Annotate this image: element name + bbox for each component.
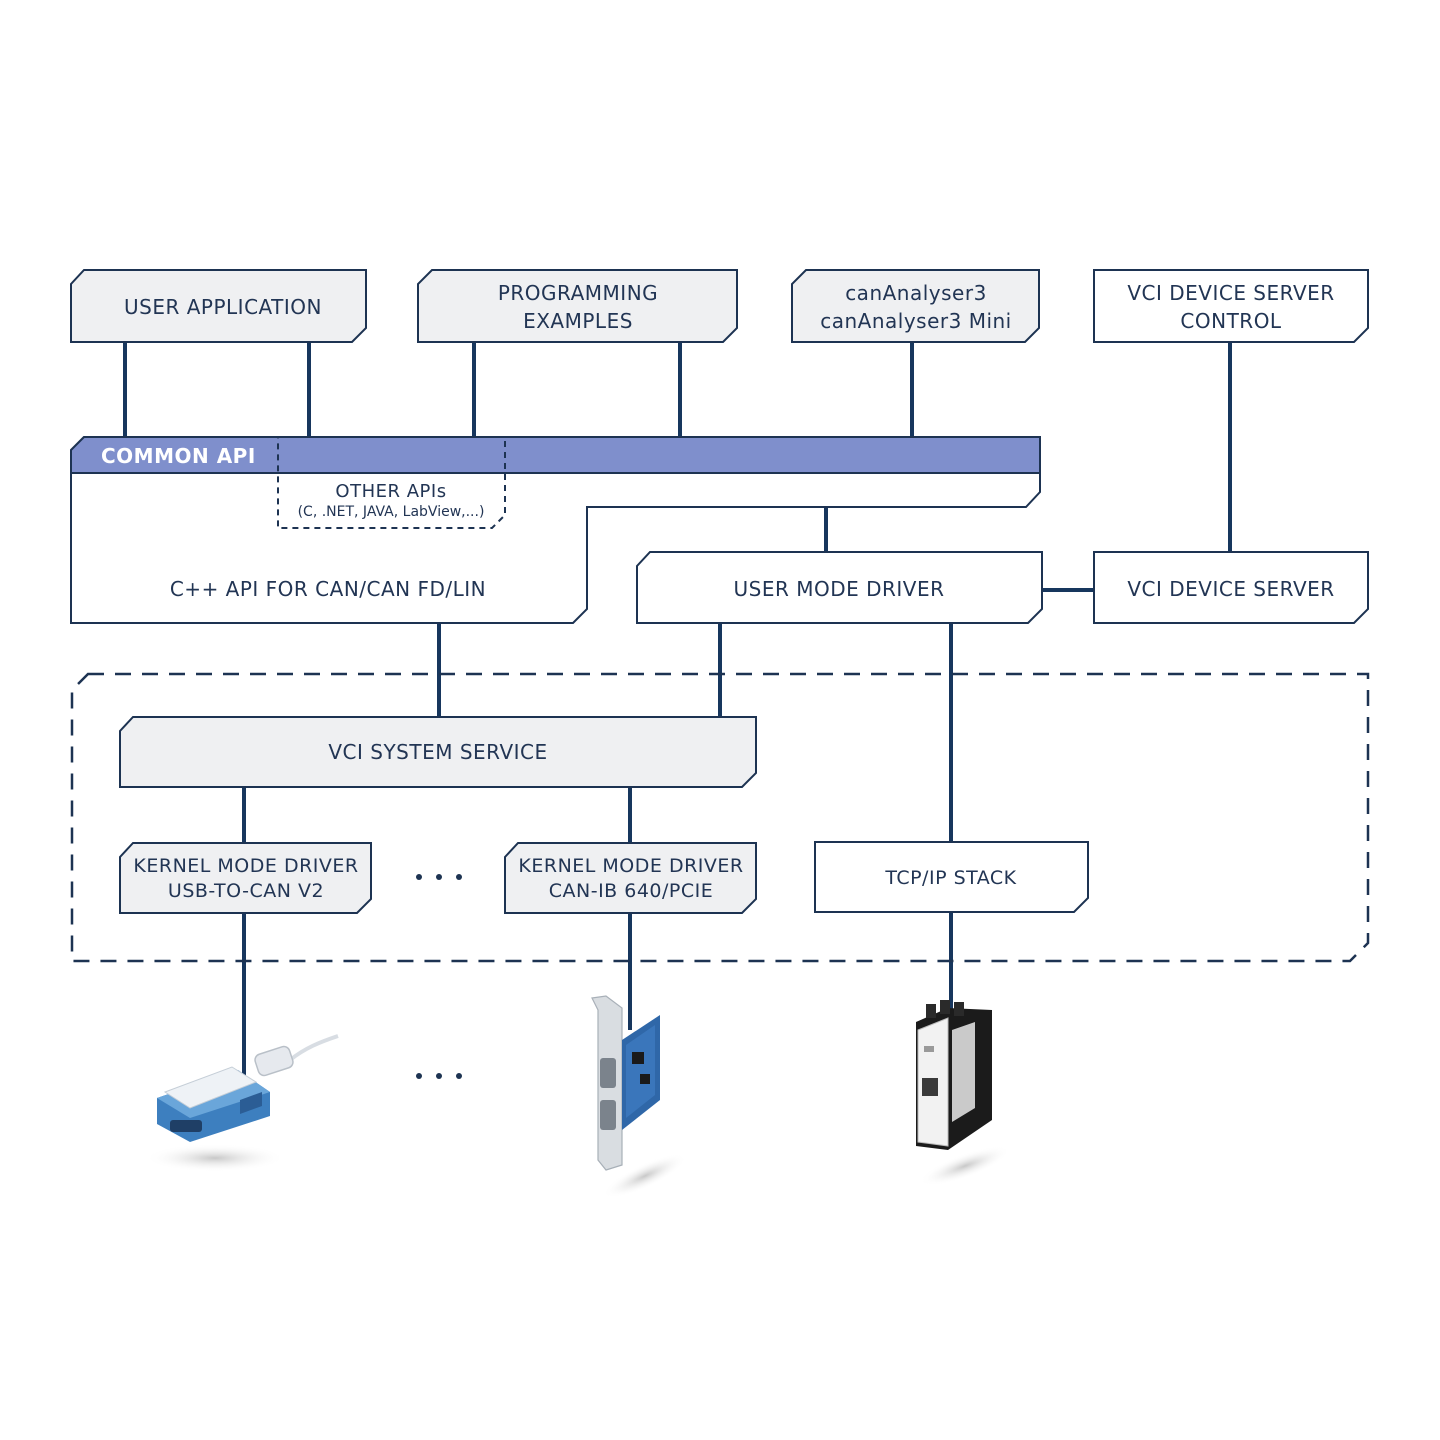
- system-boundary: [70, 672, 1370, 963]
- vci-system-service-label: VCI SYSTEM SERVICE: [328, 740, 547, 764]
- programming-examples-label-1: PROGRAMMING: [498, 281, 658, 305]
- tcpip-stack-label: TCP/IP STACK: [884, 867, 1016, 889]
- tcpip-stack-box: TCP/IP STACK: [814, 841, 1089, 913]
- ellipsis-drivers: [416, 874, 462, 880]
- user-application-box: USER APPLICATION: [70, 269, 367, 343]
- common-api-header-band: [70, 436, 1041, 474]
- pcie-can-card-icon: [591, 995, 687, 1199]
- vci-device-server-control-box: VCI DEVICE SERVER CONTROL: [1093, 269, 1369, 343]
- connector-lines: [123, 342, 1232, 1075]
- user-mode-driver-label: USER MODE DRIVER: [733, 577, 944, 601]
- kernel-canib-label-1: KERNEL MODE DRIVER: [518, 855, 743, 877]
- user-mode-driver-box: USER MODE DRIVER: [636, 551, 1043, 624]
- vci-device-server-box: VCI DEVICE SERVER: [1093, 551, 1369, 624]
- common-api-header-label: COMMON API: [101, 444, 256, 468]
- vci-device-server-control-label-1: VCI DEVICE SERVER: [1127, 281, 1334, 305]
- ellipsis-hardware: [416, 1073, 462, 1079]
- user-application-label: USER APPLICATION: [124, 295, 322, 319]
- vci-system-service-box: VCI SYSTEM SERVICE: [119, 716, 757, 788]
- usb-to-can-adapter-icon: [145, 1034, 339, 1172]
- common-api-block: COMMON API C++ API FOR CAN/CAN FD/LIN: [70, 436, 1041, 624]
- kernel-usb-label-2: USB-TO-CAN V2: [168, 880, 324, 902]
- vci-device-server-control-label-2: CONTROL: [1180, 309, 1282, 333]
- kernel-usb-driver-box: KERNEL MODE DRIVER USB-TO-CAN V2: [119, 842, 372, 914]
- vci-device-server-label: VCI DEVICE SERVER: [1127, 577, 1334, 601]
- kernel-canib-driver-box: KERNEL MODE DRIVER CAN-IB 640/PCIE: [504, 842, 757, 914]
- cpp-api-label: C++ API FOR CAN/CAN FD/LIN: [170, 577, 486, 601]
- can-analyser-label-1: canAnalyser3: [845, 281, 987, 305]
- can-analyser-label-2: canAnalyser3 Mini: [820, 309, 1012, 333]
- can-analyser-box: canAnalyser3 canAnalyser3 Mini: [791, 269, 1040, 343]
- kernel-usb-label-1: KERNEL MODE DRIVER: [133, 855, 358, 877]
- other-apis-sub-label: (C, .NET, JAVA, LabView,...): [298, 504, 485, 520]
- din-rail-device-server-icon: [916, 1000, 1011, 1186]
- kernel-canib-label-2: CAN-IB 640/PCIE: [549, 880, 714, 902]
- programming-examples-label-2: EXAMPLES: [523, 309, 633, 333]
- other-apis-box: OTHER APIs (C, .NET, JAVA, LabView,...): [277, 436, 506, 529]
- other-apis-label: OTHER APIs: [335, 481, 446, 502]
- programming-examples-box: PROGRAMMING EXAMPLES: [417, 269, 738, 343]
